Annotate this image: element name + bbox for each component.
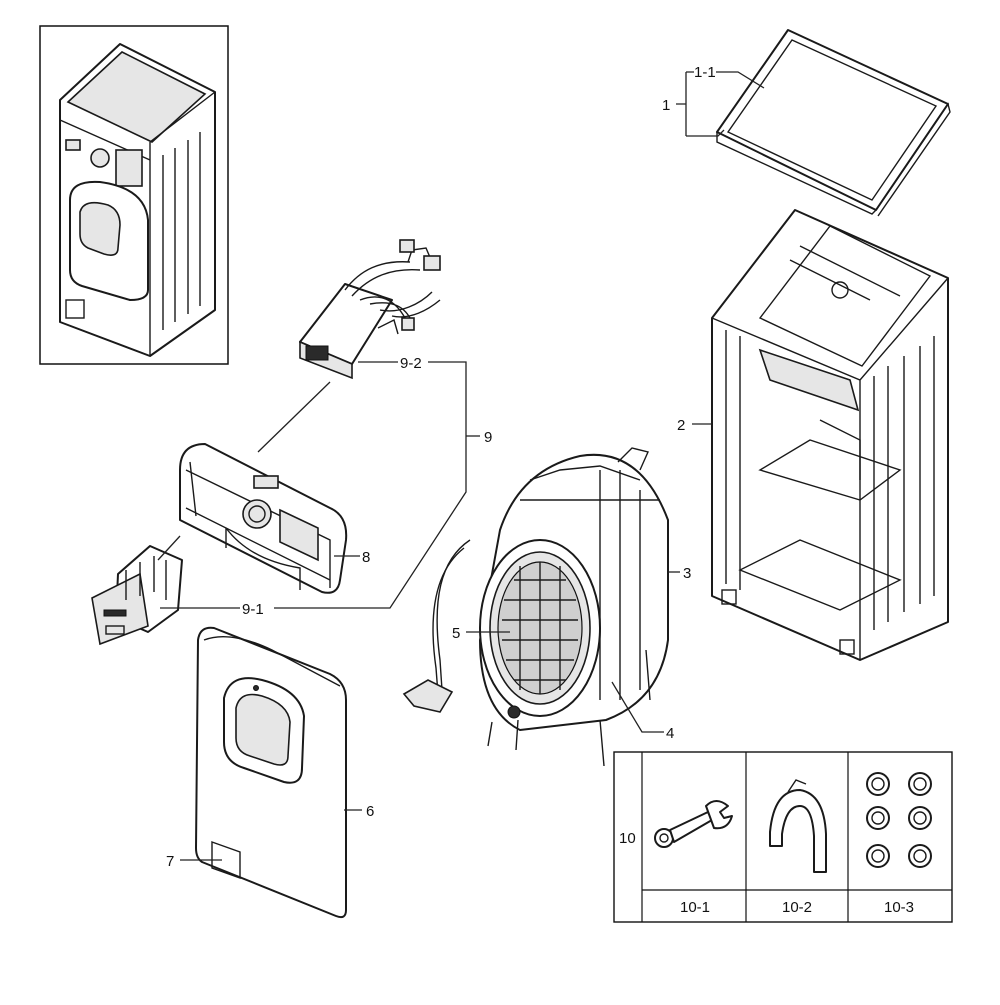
callout-4: 4: [666, 725, 674, 742]
hose-guide-icon: [769, 779, 827, 873]
callout-9-1: 9-1: [242, 601, 264, 618]
accessory-label-10-1: 10-1: [680, 899, 710, 916]
front-panel: [195, 626, 347, 919]
accessory-label-10-3: 10-3: [884, 899, 914, 916]
callout-9: 9: [484, 429, 492, 446]
callout-9-2: 9-2: [400, 355, 422, 372]
leader-lines: [157, 71, 765, 861]
callout-1-1: 1-1: [694, 64, 716, 81]
callout-6: 6: [366, 803, 374, 820]
callout-labels: 1 1-1 2 3 4 5 6 7 8 9 9-1 9-2: [166, 64, 716, 870]
callout-2: 2: [677, 417, 685, 434]
accessory-group-label: 10: [619, 830, 636, 847]
top-plate: [716, 29, 951, 217]
spanner-icon: [654, 800, 733, 848]
wire-harness-pcb-assembly: [299, 239, 441, 380]
callout-5: 5: [452, 625, 460, 642]
control-panel: [179, 443, 348, 594]
accessories-table: 10 10-1 10-2 10-3: [613, 751, 953, 923]
reference-washer-view: [39, 25, 229, 365]
cabinet: [711, 209, 949, 661]
accessory-label-10-2: 10-2: [782, 899, 812, 916]
tub-assembly: [402, 447, 669, 767]
callout-7: 7: [166, 853, 174, 870]
callout-1: 1: [662, 97, 670, 114]
caps-icon: [866, 772, 932, 868]
callout-3: 3: [683, 565, 691, 582]
detergent-drawer: [91, 545, 183, 646]
callout-8: 8: [362, 549, 370, 566]
